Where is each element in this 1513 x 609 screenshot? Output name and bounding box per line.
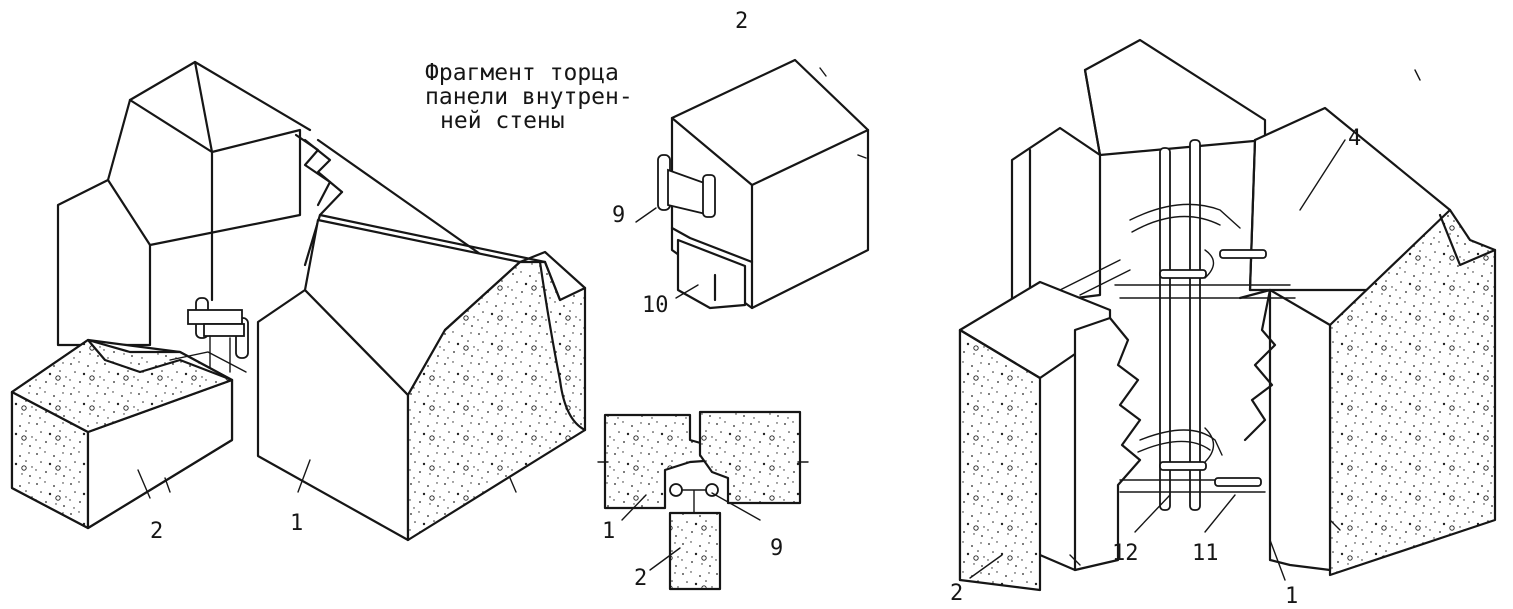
label-right-12: 12 [1112,541,1139,566]
label-plan-9: 9 [770,536,783,561]
caption: Фрагмент торца панели внутрен- ней стены [425,60,633,134]
label-left-1: 1 [290,511,303,536]
right-assembly [958,38,1497,592]
end-fragment [657,58,870,310]
label-right-2: 2 [950,581,963,606]
caption-line-1: Фрагмент торца [425,60,619,86]
label-fragment-10: 10 [642,293,669,318]
caption-line-3: ней стены [440,108,565,134]
labels: 2 1 2 9 10 1 2 9 2 12 11 1 4 [150,9,1361,609]
label-left-2: 2 [150,519,163,544]
leader-lines [137,139,1346,581]
label-plan-1: 1 [602,519,615,544]
label-right-1: 1 [1285,584,1298,609]
label-plan-2: 2 [634,566,647,591]
label-fragment-2: 2 [735,9,748,34]
label-right-11: 11 [1192,541,1219,566]
label-fragment-9: 9 [612,203,625,228]
plan-view [597,410,809,591]
label-right-4: 4 [1348,126,1361,151]
caption-line-2: панели внутрен- [425,84,633,110]
left-assembly [10,60,587,542]
